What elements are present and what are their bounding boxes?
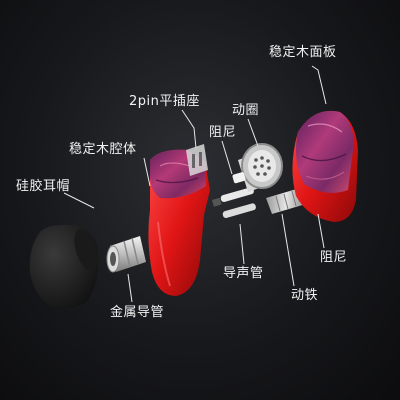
damper-top-part — [232, 172, 246, 184]
label-sound-tube: 导声管 — [223, 266, 264, 281]
label-damper-top: 阻尼 — [209, 125, 237, 140]
label-silicone-eartip: 硅胶耳帽 — [16, 179, 71, 194]
label-metal-nozzle: 金属导管 — [110, 305, 165, 320]
label-dynamic-ring: 动圈 — [232, 103, 260, 118]
label-dynamic-driver: 动铁 — [291, 288, 319, 303]
dynamic-driver-ring — [238, 143, 283, 192]
sound-tubes — [211, 187, 256, 219]
silicone-eartip — [29, 224, 99, 309]
stabilized-wood-faceplate — [292, 110, 358, 222]
leader-lines — [63, 65, 327, 303]
label-stabilized-wood-faceplate: 稳定木面板 — [269, 45, 337, 60]
label-2pin-socket: 2pin平插座 — [129, 94, 200, 109]
stabilized-wood-cavity — [148, 149, 210, 296]
2pin-socket — [186, 144, 208, 176]
metal-nozzle — [106, 236, 146, 273]
label-stabilized-wood-cavity: 稳定木腔体 — [69, 142, 137, 157]
label-damper-right: 阻尼 — [320, 250, 348, 265]
